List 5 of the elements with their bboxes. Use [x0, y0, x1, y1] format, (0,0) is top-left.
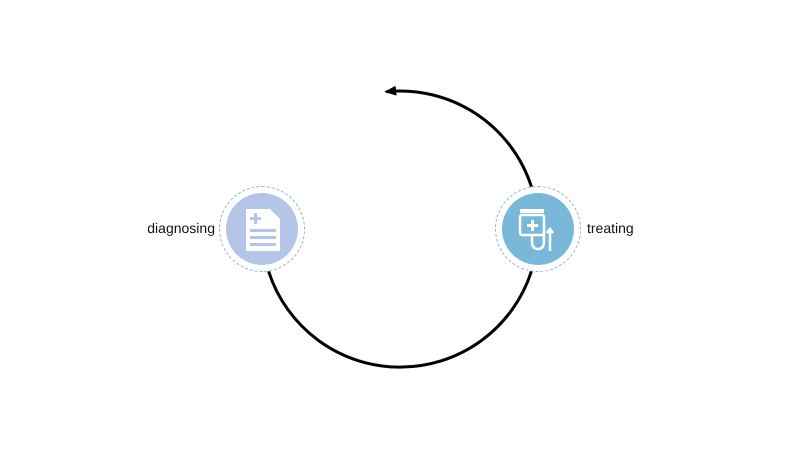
node-caption: treating — [587, 220, 634, 236]
node-caption: diagnosing — [147, 220, 215, 236]
arrow — [384, 86, 533, 188]
icon-circle — [219, 186, 305, 272]
icon-circle — [495, 186, 581, 272]
